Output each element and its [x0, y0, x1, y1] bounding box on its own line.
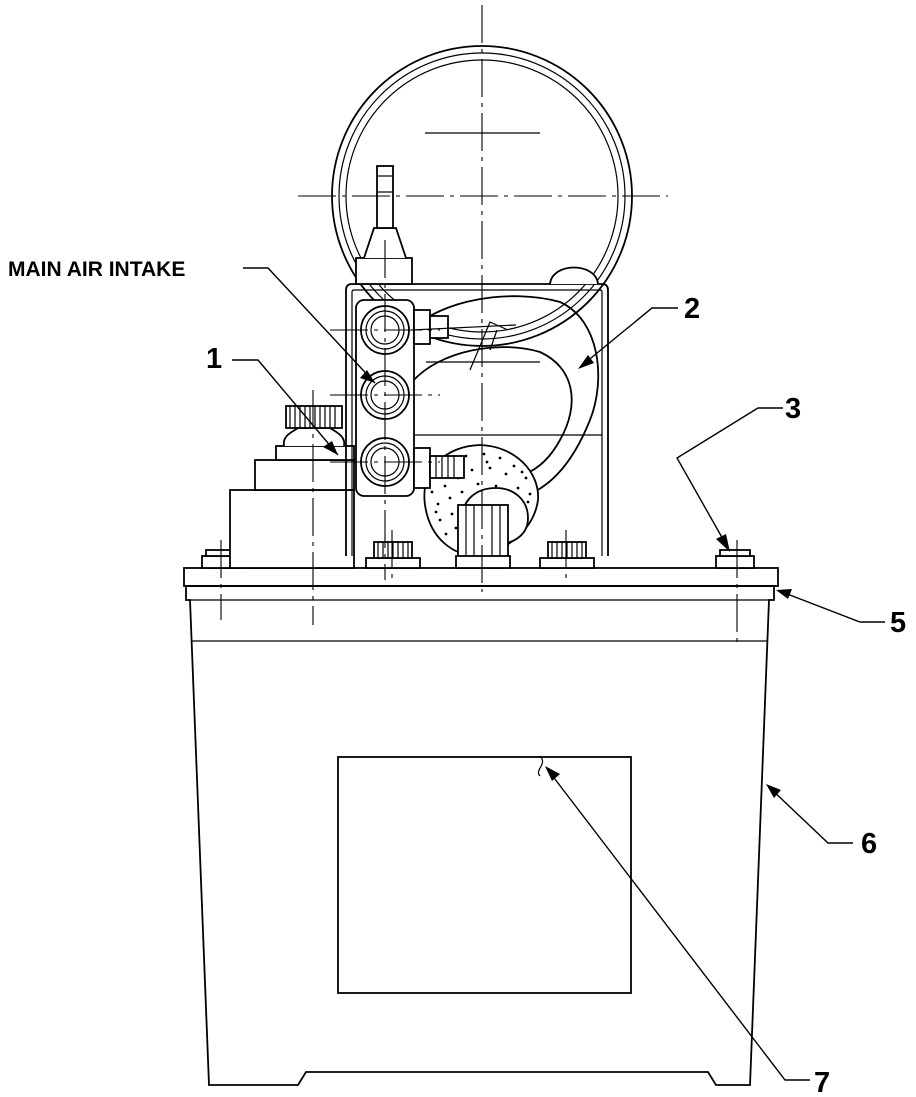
label-1: 1: [206, 343, 222, 375]
leaders: [232, 267, 885, 1081]
label-main-air-intake: MAIN AIR INTAKE: [8, 258, 185, 281]
bracket: [345, 266, 609, 556]
label-2: 2: [684, 293, 700, 325]
callout-labels: MAIN AIR INTAKE 1 2 3 5 6 7: [8, 258, 906, 1097]
valve-stack: [355, 165, 465, 497]
valve-block-left: [229, 405, 355, 569]
label-6: 6: [861, 828, 877, 860]
label-3: 3: [785, 393, 801, 425]
mounting-plate: [183, 567, 779, 587]
label-5: 5: [890, 607, 906, 639]
center-lines: [220, 5, 738, 648]
label-7: 7: [814, 1067, 830, 1097]
label-plate: [337, 756, 632, 994]
reservoir-tank: [185, 585, 775, 1086]
